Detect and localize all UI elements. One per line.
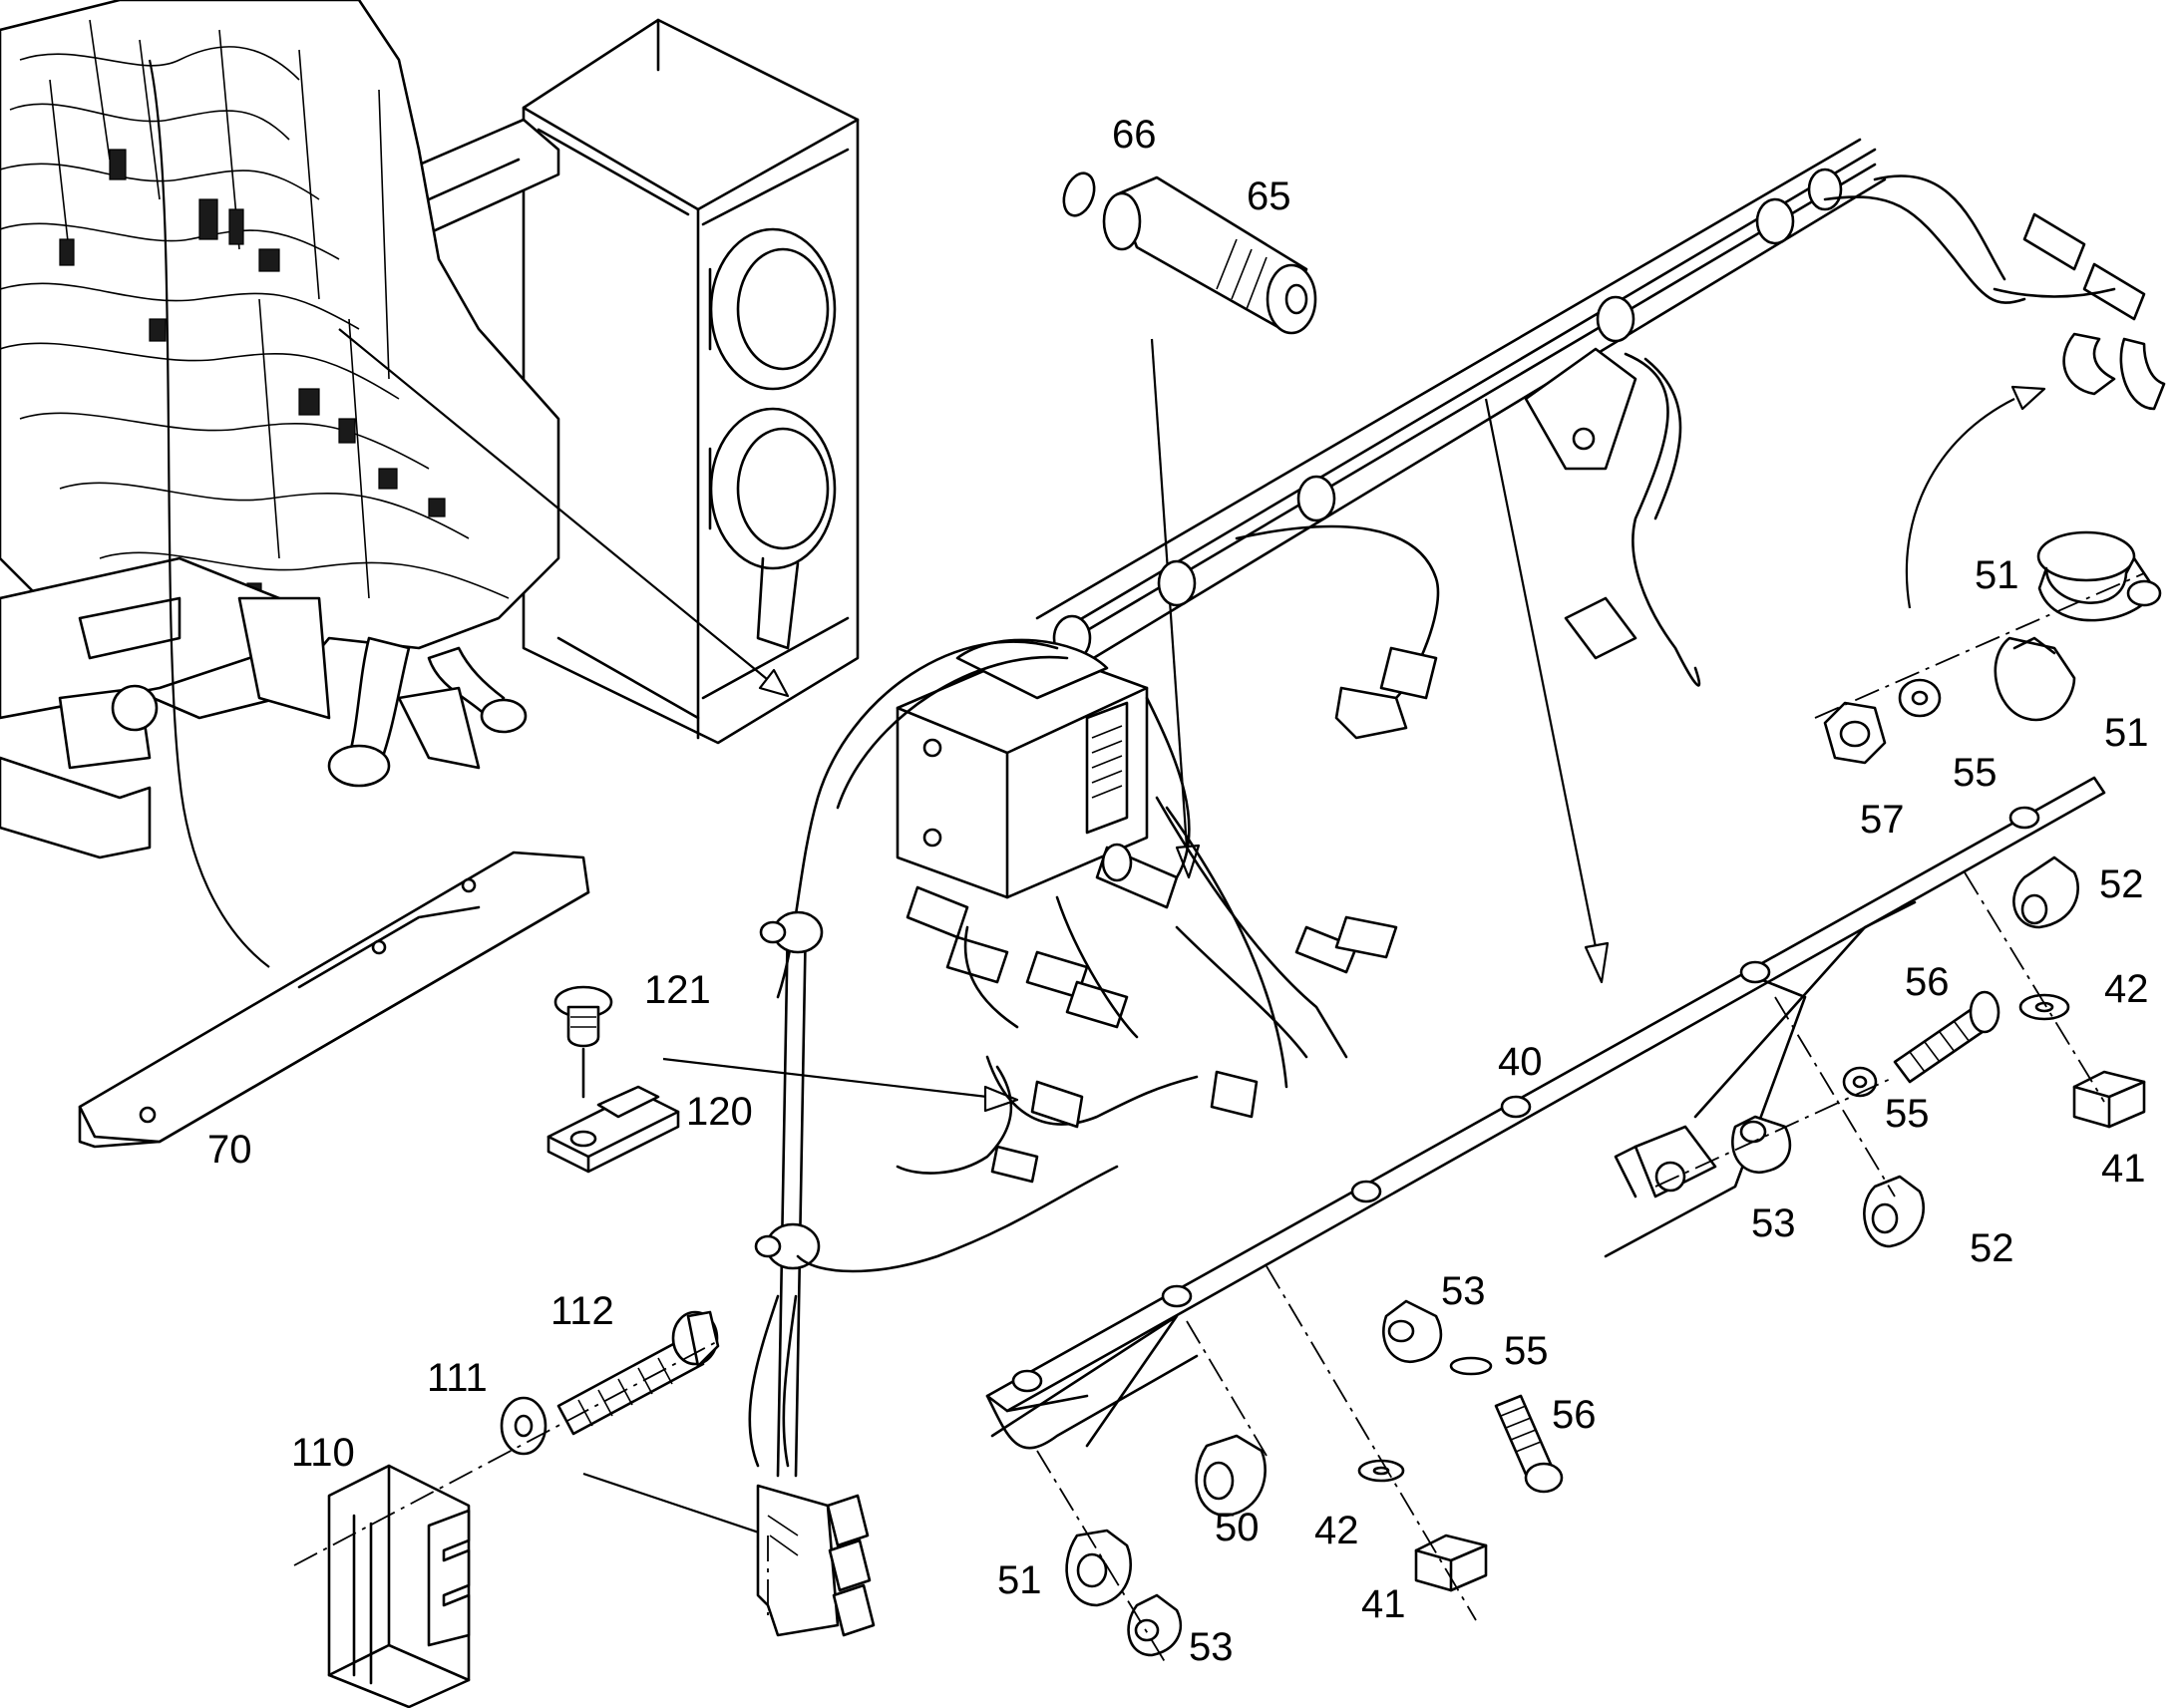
callout-56: 56: [1905, 960, 1950, 1004]
callout-111: 111: [427, 1356, 488, 1400]
callout-52: 52: [2099, 862, 2144, 906]
lower-hardware: [1036, 1265, 1564, 1666]
main-wiring-harness: [748, 138, 2166, 1637]
part-65-66-sensor: [1062, 171, 1317, 879]
part-70-bracket: [78, 851, 590, 1149]
part-110-111-112: [293, 1310, 800, 1708]
callout-70: 70: [207, 1128, 252, 1172]
callout-55: 55: [1504, 1329, 1549, 1373]
part-121-120-clip: [546, 985, 1019, 1174]
callout-42: 42: [2104, 967, 2149, 1011]
callout-51: 51: [2104, 711, 2149, 755]
callout-65: 65: [1247, 174, 1291, 218]
callout-55: 55: [1885, 1092, 1930, 1136]
callout-41: 41: [1361, 1582, 1406, 1626]
callout-52: 52: [1970, 1226, 2014, 1270]
callout-40: 40: [1498, 1040, 1543, 1084]
callout-57: 57: [1860, 798, 1905, 842]
callout-121: 121: [644, 968, 711, 1012]
callout-53: 53: [1189, 1625, 1234, 1669]
callout-53: 53: [1441, 1269, 1486, 1313]
callout-53: 53: [1751, 1201, 1796, 1245]
callout-41: 41: [2101, 1147, 2146, 1191]
callout-66: 66: [1112, 113, 1157, 157]
engine-assembly: [0, 0, 860, 968]
callout-55: 55: [1953, 751, 1998, 795]
part-40-bracket-rail: [985, 385, 2106, 1450]
callout-51: 51: [1975, 553, 2019, 597]
callout-112: 112: [550, 1289, 614, 1333]
callout-120: 120: [686, 1090, 753, 1134]
callout-110: 110: [291, 1431, 355, 1475]
callout-50: 50: [1215, 1506, 1260, 1549]
callout-42: 42: [1314, 1509, 1359, 1552]
callout-56: 56: [1552, 1393, 1597, 1437]
callout-51: 51: [997, 1558, 1042, 1602]
callout-labels: 66 65 51 51 55 57 52 56 42 55 41 53 52 4…: [207, 113, 2149, 1669]
right-hardware: [1654, 530, 2162, 1248]
